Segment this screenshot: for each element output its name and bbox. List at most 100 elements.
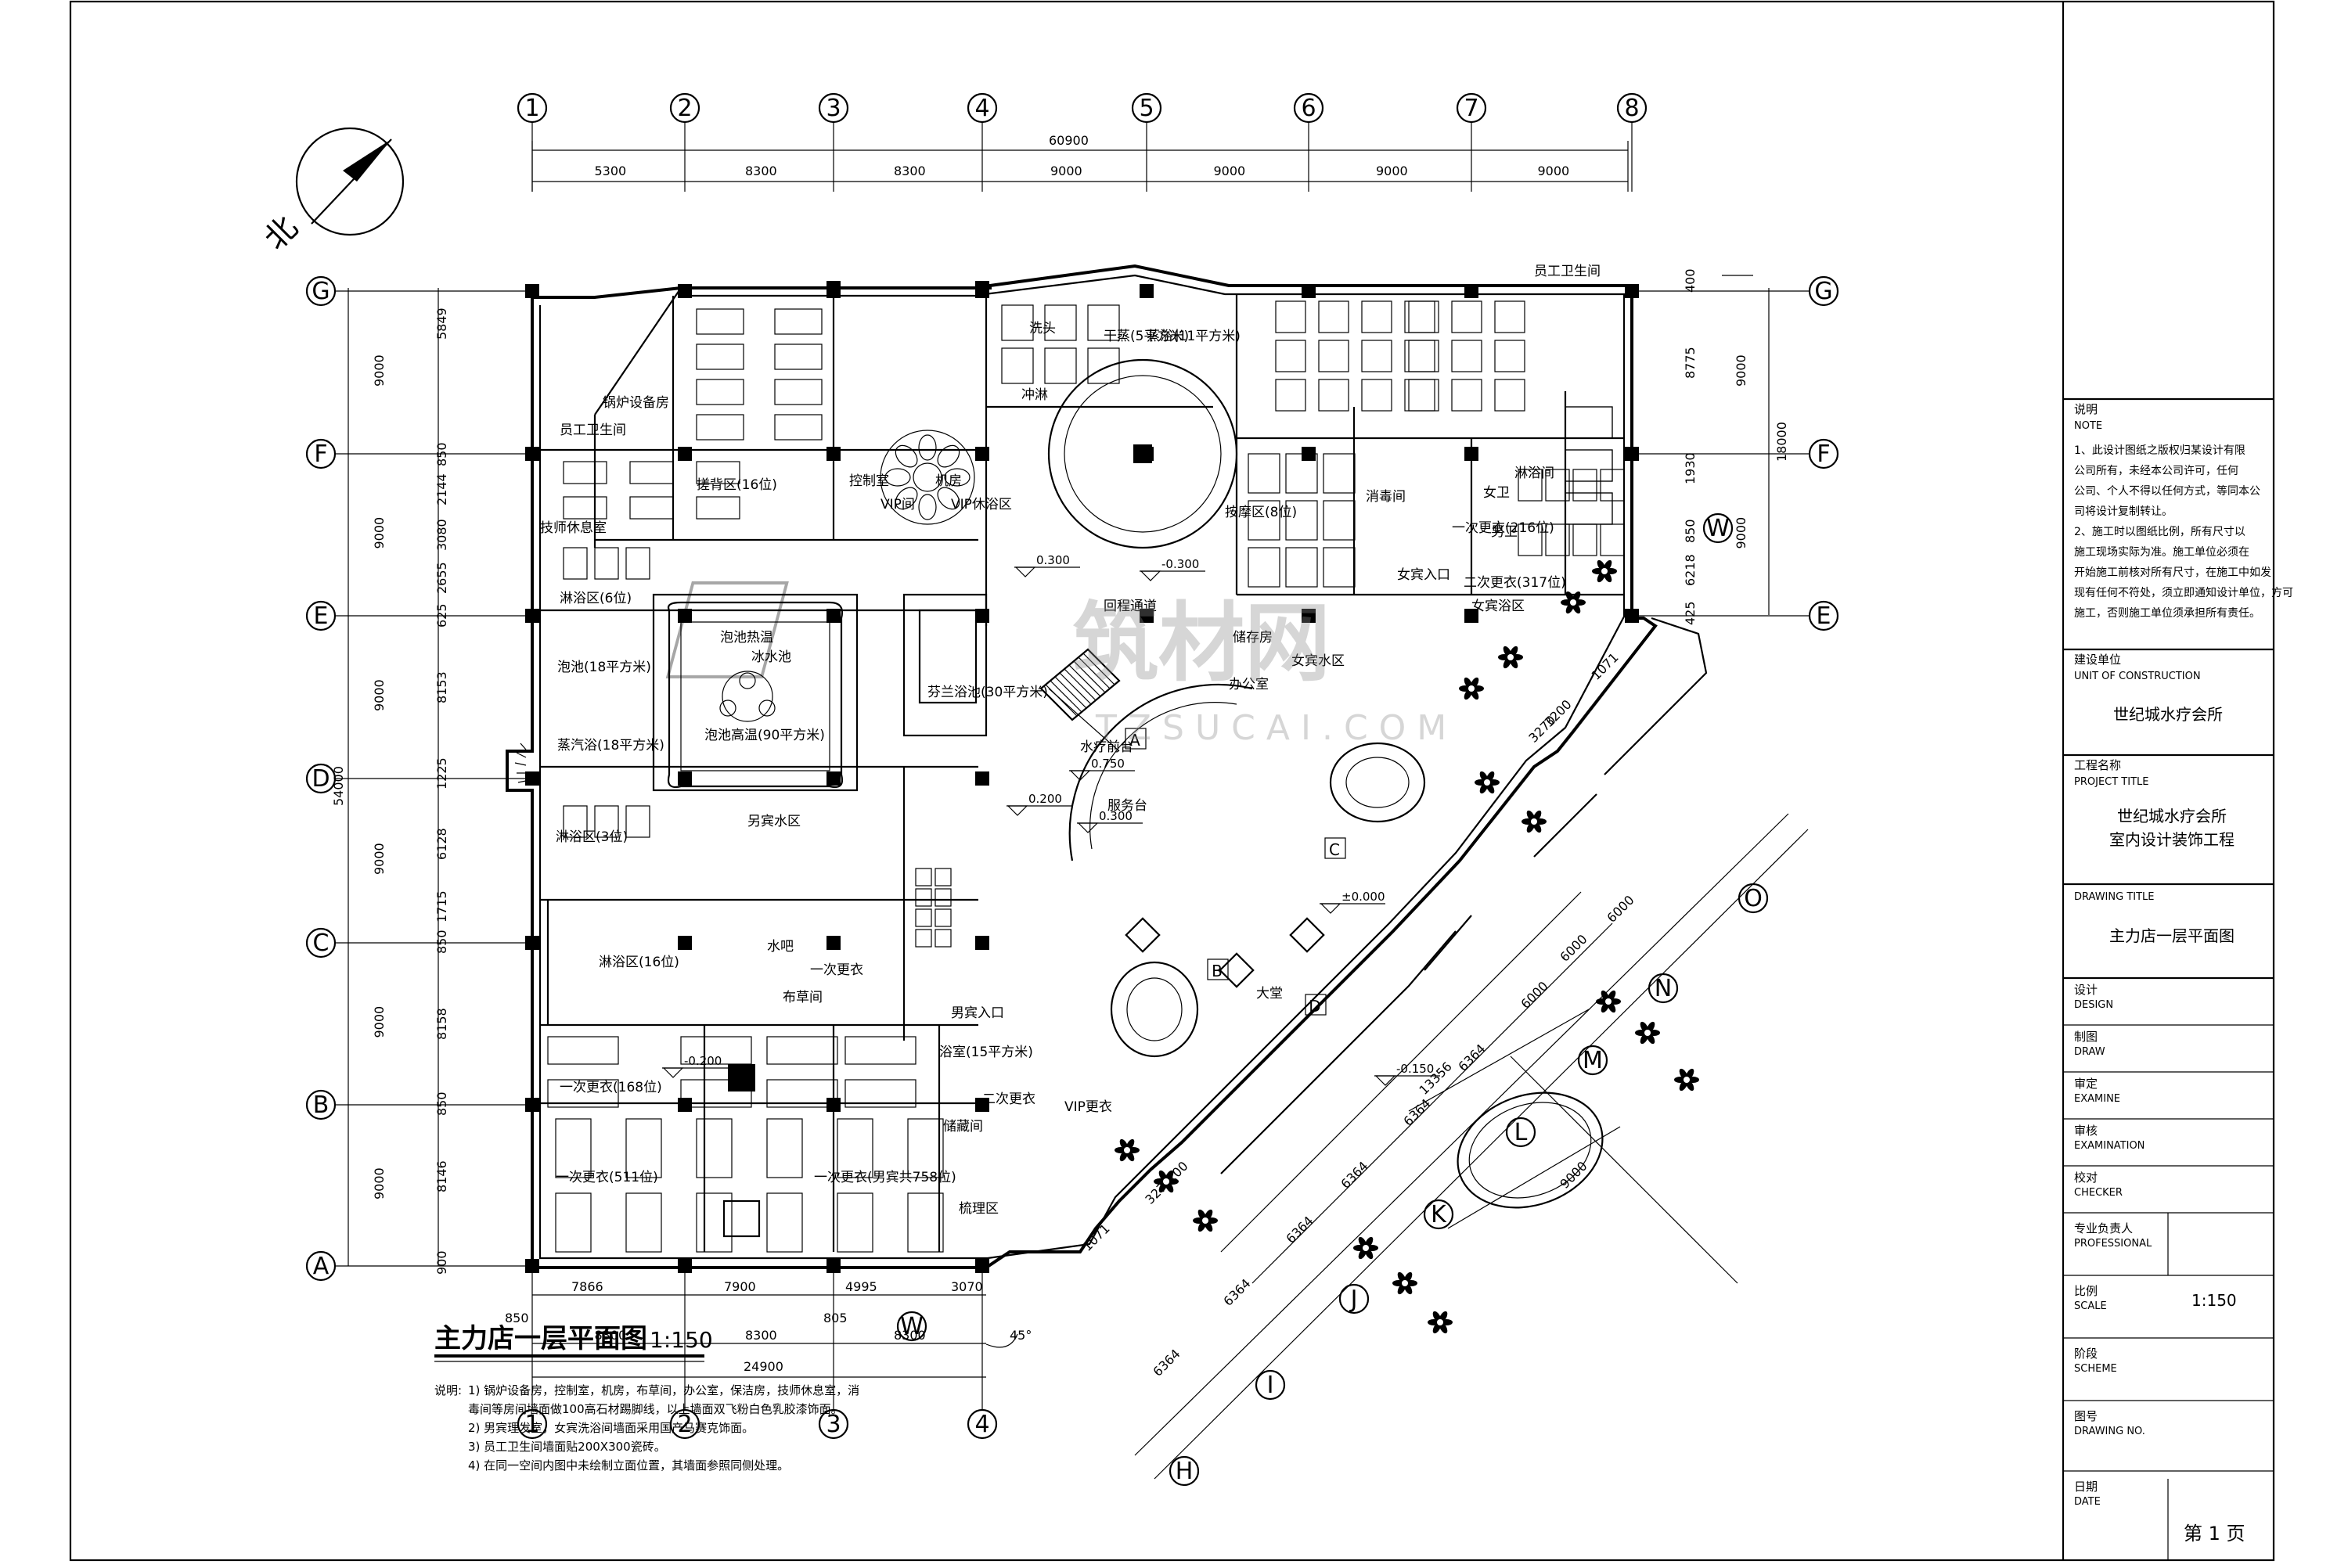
room-label-22: 一次更衣(男宾共758位) — [814, 1170, 956, 1185]
dim-diag-7: 6000 — [1557, 932, 1590, 965]
svg-text:-0.300: -0.300 — [1161, 557, 1199, 571]
dim-top-total: 60900 — [1049, 133, 1089, 148]
room-label-13: 泡池高温(90平方米) — [704, 728, 825, 743]
room-label-36: 回程通道 — [1104, 599, 1157, 614]
tb-notes-title-cn: 说明 — [2074, 402, 2098, 416]
room-label-23: 二次更衣 — [982, 1091, 1035, 1107]
svg-text:0.750: 0.750 — [1091, 757, 1125, 771]
room-label-45: 二次更衣(317位) — [1464, 575, 1566, 591]
dim-bottom-1: 8300 — [745, 1328, 777, 1343]
building-outline — [506, 264, 1658, 1269]
grid-bubble-right-E: E — [1808, 600, 1839, 631]
level-mark-5: 0.200 — [1007, 792, 1072, 816]
tb-project-value-2: 室内设计装饰工程 — [2109, 830, 2235, 849]
svg-text:B: B — [1212, 962, 1223, 980]
dim-right-1: 9000 — [1734, 517, 1748, 549]
svg-text:日期: 日期 — [2074, 1480, 2098, 1494]
dim-right-detail-3: 850 — [1683, 519, 1698, 543]
svg-text:CHECKER: CHECKER — [2074, 1187, 2123, 1199]
svg-text:3: 3 — [826, 1411, 841, 1438]
svg-text:校对: 校对 — [2074, 1171, 2098, 1185]
diagonal-dimension-lines — [1134, 813, 1809, 1480]
room-label-11: 泡池热温 — [720, 630, 773, 646]
dim-left-detail-9: 1715 — [434, 890, 449, 922]
grid-bubble-right-F: F — [1808, 438, 1839, 469]
svg-text:8: 8 — [1624, 95, 1639, 122]
dim-left-detail-10: 850 — [434, 930, 449, 954]
room-label-9: 泡池(18平方米) — [557, 660, 651, 675]
dim-right-detail-1: 8775 — [1683, 347, 1698, 379]
tb-client-value: 世纪城水疗会所 — [2113, 705, 2223, 724]
dim-bottom-extra-2: 805 — [823, 1311, 848, 1325]
room-label-46: 女卫 — [1483, 485, 1510, 501]
grid-bubble-left-G: G — [305, 275, 337, 307]
room-label-21: 一次更衣(511位) — [556, 1170, 658, 1185]
room-label-38: 储存房 — [1233, 630, 1273, 646]
svg-text:J: J — [1349, 1286, 1358, 1313]
tb-note-line-1: 公司所有，未经本公司许可，任何 — [2074, 465, 2238, 477]
dim-diag-6: 6000 — [1518, 979, 1550, 1012]
svg-text:E: E — [314, 602, 329, 630]
tb-note-line-7: 现有任何不符处，须立即通知设计单位，方可 — [2074, 586, 2293, 599]
central-pool — [667, 601, 844, 789]
grid-bubble-bottom-4: 4 — [967, 1408, 998, 1440]
angle-label: 45° — [1010, 1328, 1032, 1343]
svg-text:DATE: DATE — [2074, 1496, 2101, 1508]
dim-top-0: 5300 — [595, 164, 627, 178]
watermark: 筑材网 TZSUCAI.COM — [665, 581, 1457, 748]
grid-bubble-top-6: 6 — [1293, 92, 1324, 124]
svg-text:B: B — [313, 1091, 330, 1119]
dim-diag-9: 9000 — [1557, 1159, 1590, 1192]
dim-right-detail-5: 425 — [1683, 601, 1698, 625]
level-mark-0: -0.150 — [1374, 1062, 1440, 1086]
watermark-en: TZSUCAI.COM — [1095, 708, 1457, 748]
svg-text:W: W — [1706, 515, 1730, 542]
level-mark-3: 0.300 — [1014, 553, 1080, 577]
dim-bottom-extra-1: 850 — [505, 1311, 529, 1325]
room-label-7: VIP休浴区 — [951, 497, 1012, 512]
grid-bubble-top-7: 7 — [1456, 92, 1487, 124]
svg-text:EXAMINATION: EXAMINATION — [2074, 1140, 2145, 1152]
room-label-34: 男宾入口 — [951, 1005, 1004, 1021]
grid-bubble-left-E: E — [305, 600, 337, 631]
dim-right-0: 9000 — [1734, 354, 1748, 387]
room-label-17: 淋浴区(16位) — [599, 955, 679, 970]
diagonal-corridor — [1220, 617, 1708, 1174]
tb-project-value-1: 世纪城水疗会所 — [2117, 807, 2227, 825]
room-label-32: 消毒间 — [1366, 489, 1406, 505]
dim-left-detail-7: 1225 — [434, 757, 449, 789]
grid-bubble-diag-I: I — [1255, 1369, 1286, 1401]
tb-drawing-title-value: 主力店一层平面图 — [2109, 926, 2235, 945]
general-notes: 说明: 1) 锅炉设备房，控制室，机房，布草间，办公室，保洁房，技师休息室，消 … — [434, 1383, 859, 1473]
tb-note-line-0: 1、此设计图纸之版权归某设计有限 — [2074, 444, 2245, 457]
level-mark-1: ±0.000 — [1320, 890, 1385, 914]
lobby-tables — [1110, 742, 1426, 1058]
dim-left-detail-14: 900 — [434, 1250, 449, 1275]
dim-bottom-2: 8300 — [894, 1328, 926, 1343]
round-spa-room — [1047, 358, 1238, 549]
svg-text:制图: 制图 — [2074, 1030, 2098, 1044]
dim-left-2: 9000 — [372, 679, 387, 711]
grid-bubble-diag-M: M — [1577, 1045, 1608, 1076]
room-label-35: 女宾水区 — [1291, 653, 1345, 669]
note-line-4: 3) 员工卫生间墙面贴200X300瓷砖。 — [468, 1440, 666, 1454]
tb-drawing-title-en: DRAWING TITLE — [2074, 891, 2155, 903]
room-label-12: 冰水池 — [751, 649, 791, 665]
room-label-24: 梳理区 — [959, 1201, 999, 1217]
svg-text:PROFESSIONAL: PROFESSIONAL — [2074, 1238, 2152, 1250]
drawing-title: 主力店一层平面图 — [434, 1323, 647, 1354]
tb-notes-title-en: NOTE — [2074, 420, 2102, 432]
tb-note-line-5: 施工现场实际为准。施工单位必须在 — [2074, 546, 2249, 559]
dim-diag-3: 6364 — [1338, 1159, 1370, 1192]
dim-top-4: 9000 — [1214, 164, 1246, 178]
dim-diag-14: 3200 — [1541, 697, 1574, 730]
